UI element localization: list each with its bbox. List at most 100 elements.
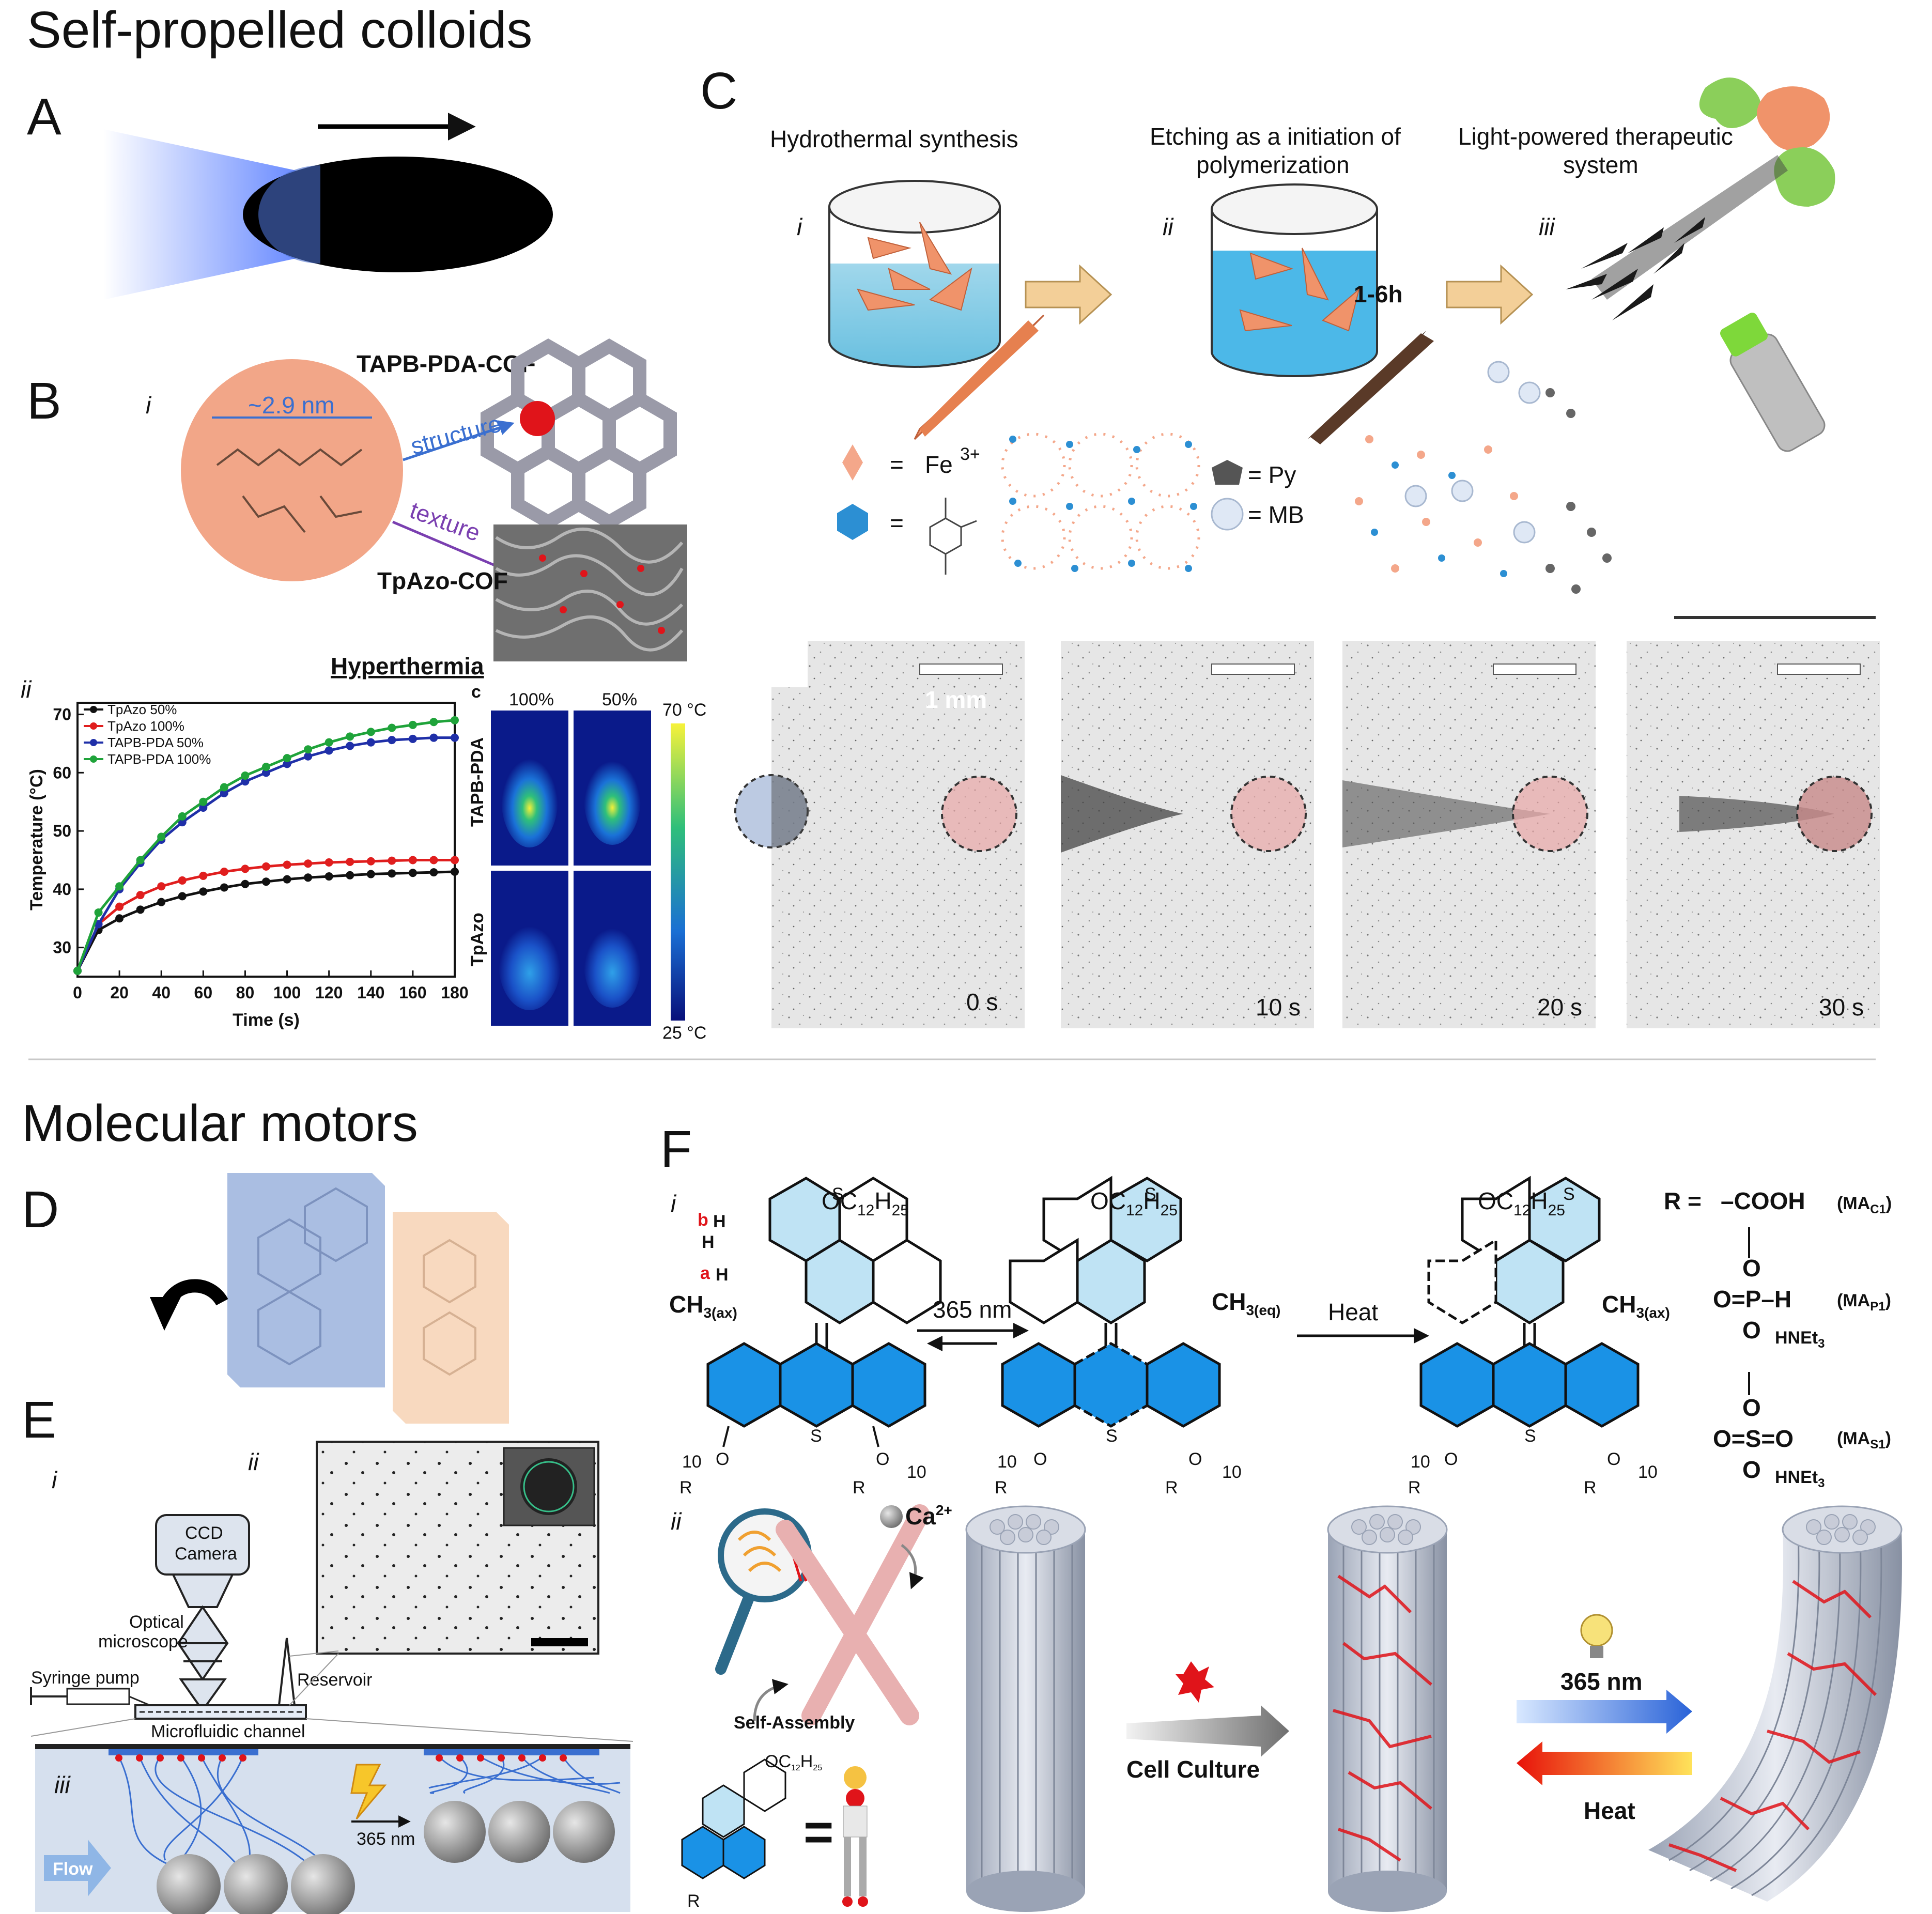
- legend-swatch-point: [90, 739, 97, 746]
- data-point: [346, 732, 354, 741]
- r-so: O=S=O: [1713, 1425, 1794, 1452]
- stator-rings: [423, 1239, 476, 1376]
- mof-nodes: [1009, 436, 1197, 572]
- f-oc-2: OC12H25: [1090, 1187, 1178, 1219]
- data-point: [199, 887, 208, 896]
- y-tick-label: 60: [53, 763, 71, 782]
- data-point: [324, 746, 333, 755]
- data-point: [451, 856, 459, 865]
- legend-swatch-point: [90, 755, 97, 763]
- particle-cap: [258, 165, 320, 264]
- equals-sign: =: [803, 1803, 833, 1861]
- bulb-base: [1590, 1646, 1603, 1658]
- x-tick-label: 20: [110, 983, 129, 1002]
- self-assembly-scheme: Ca2+ Self-Assembly OC12H25 R =: [681, 1502, 952, 1911]
- data-point: [408, 720, 417, 729]
- data-point: [241, 879, 250, 888]
- bead-left-3: [291, 1854, 355, 1914]
- f-ch3-ax-1: CH3(ax): [669, 1291, 737, 1321]
- panel-e-sub-i: i: [52, 1467, 58, 1493]
- data-point: [136, 905, 145, 914]
- linker-symbol: [837, 504, 868, 540]
- mb-symbol: [1211, 498, 1244, 531]
- data-point: [262, 768, 270, 777]
- x-tick-label: 40: [152, 983, 171, 1002]
- thermal-col-50: 50%: [602, 690, 637, 709]
- small-oc: OC12H25: [765, 1752, 822, 1772]
- microscope-optics: [177, 1605, 229, 1681]
- thermal-spot-tapb-50: [584, 752, 641, 845]
- legend-entry: TAPB-PDA 100%: [107, 751, 211, 767]
- r-cooh: –COOH: [1721, 1187, 1805, 1214]
- target-zone-0: [941, 776, 1017, 852]
- stator-block: [393, 1212, 509, 1424]
- f-o-1l: O: [716, 1449, 729, 1469]
- data-point: [408, 856, 417, 865]
- flow-arrow: [44, 1840, 111, 1896]
- data-point: [199, 797, 208, 806]
- data-point: [220, 883, 228, 892]
- data-point: [199, 803, 208, 812]
- thermal-spot-tapb-100: [501, 749, 558, 847]
- panel-label-b: B: [27, 372, 61, 430]
- camera-label-2: Camera: [175, 1544, 237, 1564]
- cof1-label: TAPB-PDA-COF: [357, 350, 536, 377]
- step-etching-line1: Etching as a initiation of: [1150, 123, 1401, 150]
- fiber-bundle-cultured: [1327, 1505, 1448, 1912]
- f-label-a: a: [700, 1263, 710, 1283]
- fe-label: Fe: [925, 451, 953, 478]
- process-arrow-2: [1446, 264, 1534, 325]
- x-tick-label: 100: [273, 983, 301, 1002]
- thermal-max: 70 °C: [662, 700, 706, 720]
- data-point: [283, 760, 291, 768]
- y-tick-label: 70: [53, 705, 71, 724]
- data-point: [220, 783, 228, 792]
- y-tick-label: 50: [53, 822, 71, 840]
- self-assembly-label: Self-Assembly: [734, 1713, 855, 1733]
- bead-right-1: [424, 1801, 486, 1863]
- panel-label-e: E: [22, 1391, 56, 1449]
- anchors-left: [115, 1754, 246, 1762]
- target-zone-20: [1512, 776, 1588, 852]
- data-point: [429, 868, 438, 877]
- target-zone-10: [1230, 776, 1307, 852]
- data-point: [304, 745, 313, 754]
- thermal-spot-tpazo-100: [499, 917, 561, 1010]
- reservoir: [278, 1638, 296, 1706]
- flow-label: Flow: [53, 1859, 93, 1879]
- data-point: [324, 738, 333, 747]
- calcium-ion: [880, 1505, 903, 1528]
- data-point: [366, 857, 375, 866]
- data-point: [324, 858, 333, 867]
- data-point: [178, 892, 187, 901]
- microscopy-scale: [531, 1638, 588, 1646]
- r-hnet-1: HNEt3: [1775, 1328, 1825, 1351]
- heat-switch-arrow: [1517, 1741, 1692, 1785]
- x-tick-label: 180: [441, 983, 468, 1002]
- chart-frame: [76, 702, 456, 978]
- panel-c-sub-iii: iii: [1539, 213, 1555, 240]
- scale-bar-3: [1777, 663, 1861, 675]
- f-r-2r: R: [1165, 1478, 1178, 1498]
- step-light-line2: system: [1563, 151, 1639, 178]
- bead-left-1: [157, 1854, 221, 1914]
- particle-stream-30: [1679, 796, 1834, 832]
- f-hb: H: [713, 1212, 726, 1231]
- panel-c-sub-ii: ii: [1163, 213, 1174, 240]
- f-chain-2l: 10: [997, 1452, 1017, 1472]
- f-r-3l: R: [1408, 1478, 1421, 1498]
- rotor-block: [227, 1173, 385, 1387]
- f-sulfur-3b: S: [1563, 1184, 1575, 1204]
- data-point: [429, 718, 438, 727]
- thermal-col-100: 100%: [509, 690, 554, 709]
- data-point: [366, 728, 375, 736]
- thermal-colorbar: [671, 723, 685, 1021]
- data-point: [283, 754, 291, 763]
- py-symbol: [1212, 460, 1243, 485]
- data-point: [388, 869, 396, 878]
- f-chain-3l: 10: [1411, 1452, 1430, 1472]
- data-point: [388, 736, 396, 745]
- channel-label: Microfluidic channel: [151, 1722, 305, 1741]
- step-hydrothermal: Hydrothermal synthesis: [770, 126, 1018, 152]
